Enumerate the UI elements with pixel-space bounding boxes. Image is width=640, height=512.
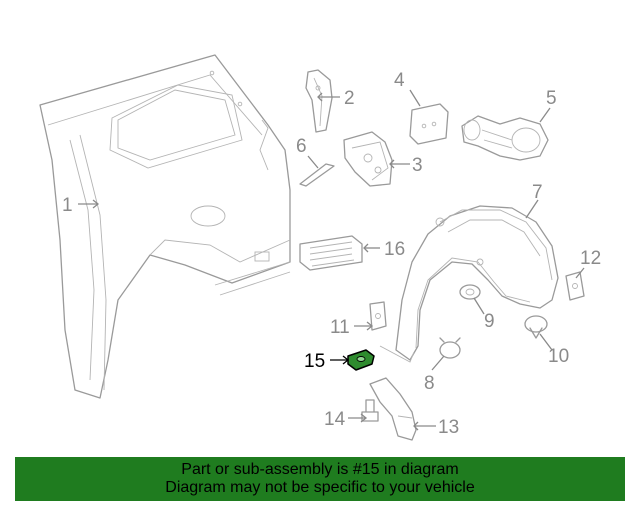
info-banner: Part or sub-assembly is #15 in diagram D…: [15, 457, 625, 501]
banner-line-2: Diagram may not be specific to your vehi…: [165, 479, 475, 496]
part-15-highlighted-nut: [347, 349, 375, 371]
part-8-clip: [439, 337, 461, 359]
callout-16: 16: [384, 239, 405, 260]
part-12-bracket: [565, 271, 585, 301]
part-1-quarter-panel: [39, 54, 291, 399]
callout-13: 13: [438, 417, 459, 438]
callout-14: 14: [324, 409, 346, 430]
parts-diagram: 1 2 3 4 5 6 7 8 9 10 11 12 13 14 15 16: [39, 54, 601, 441]
callout-4: 4: [394, 70, 405, 91]
part-6-rod: [299, 163, 335, 187]
part-5-fuel-housing: [461, 115, 549, 161]
part-10-push-clip: [524, 315, 548, 339]
callout-1: 1: [62, 195, 73, 216]
banner-line-1: Part or sub-assembly is #15 in diagram: [181, 461, 459, 478]
callout-12: 12: [580, 248, 601, 269]
callout-10: 10: [548, 346, 569, 367]
callout-15: 15: [304, 351, 325, 372]
leader-lines: [78, 89, 585, 431]
part-13-flap-bracket: [369, 377, 417, 441]
callout-3: 3: [412, 155, 423, 176]
callout-8: 8: [424, 373, 435, 394]
part-9-grommet: [459, 284, 481, 300]
part-2-bracket: [305, 69, 333, 133]
part-11-nut: [369, 301, 387, 331]
callout-11: 11: [330, 317, 350, 338]
callout-6: 6: [296, 136, 307, 157]
part-3-hinge: [343, 131, 393, 187]
callout-5: 5: [546, 88, 557, 109]
callout-7: 7: [532, 182, 543, 203]
callout-9: 9: [484, 311, 495, 332]
part-14-bolt: [361, 399, 379, 422]
callout-2: 2: [344, 88, 355, 109]
part-4-fuel-door: [409, 103, 449, 145]
part-16-vent-grille: [299, 235, 363, 271]
part-7-wheelhouse-liner: [379, 205, 559, 363]
